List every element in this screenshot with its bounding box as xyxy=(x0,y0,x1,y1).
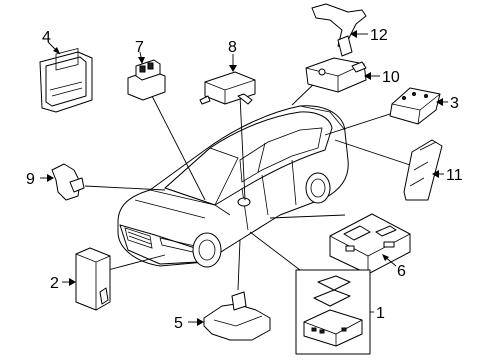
part-5-bracket xyxy=(203,291,271,341)
callout-label-7: 7 xyxy=(135,39,144,56)
part-6-control-module xyxy=(329,213,411,275)
callout-label-8: 8 xyxy=(228,39,237,56)
callout-label-4: 4 xyxy=(42,29,51,46)
callout-label-3: 3 xyxy=(450,95,459,112)
callout-label-1: 1 xyxy=(376,305,385,322)
part-2-module xyxy=(75,247,111,311)
callout-labels: 4 7 8 12 10 3 11 9 2 6 5 1 xyxy=(26,27,463,332)
part-10-control-unit xyxy=(305,57,367,93)
part-11-panel xyxy=(403,139,443,201)
callout-label-9: 9 xyxy=(26,171,35,188)
callout-label-5: 5 xyxy=(174,315,183,332)
part-8-sensor xyxy=(199,71,256,105)
part-12-bracket xyxy=(311,3,367,57)
part-1-assembly-box xyxy=(295,269,371,355)
callout-label-11: 11 xyxy=(446,167,463,184)
callout-arrows xyxy=(40,30,448,326)
callout-label-10: 10 xyxy=(382,69,400,86)
callout-label-6: 6 xyxy=(397,263,406,280)
callout-label-2: 2 xyxy=(50,275,59,292)
part-4-module xyxy=(39,48,93,113)
part-3-module xyxy=(389,87,441,125)
part-7-relay xyxy=(127,59,166,101)
part-9-bracket xyxy=(51,163,85,201)
leader-lines xyxy=(84,79,411,291)
vehicle-illustration xyxy=(117,105,349,268)
callout-label-12: 12 xyxy=(370,27,388,44)
